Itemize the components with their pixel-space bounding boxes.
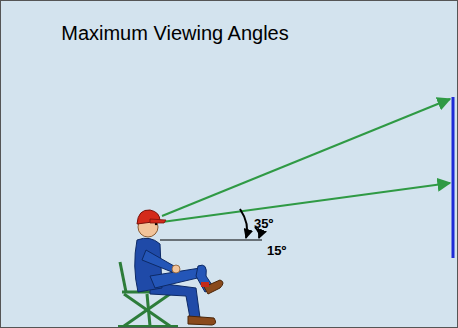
angle-label: 35º — [254, 216, 273, 231]
screen-line — [452, 97, 455, 258]
angle-label: 15º — [267, 243, 286, 258]
diagram-title: Maximum Viewing Angles — [20, 22, 330, 45]
seated-person — [135, 210, 223, 325]
sight-arrow — [162, 183, 450, 222]
sight-arrow — [162, 99, 450, 216]
angle-arc — [240, 209, 247, 238]
horizontal-reference — [160, 239, 262, 240]
